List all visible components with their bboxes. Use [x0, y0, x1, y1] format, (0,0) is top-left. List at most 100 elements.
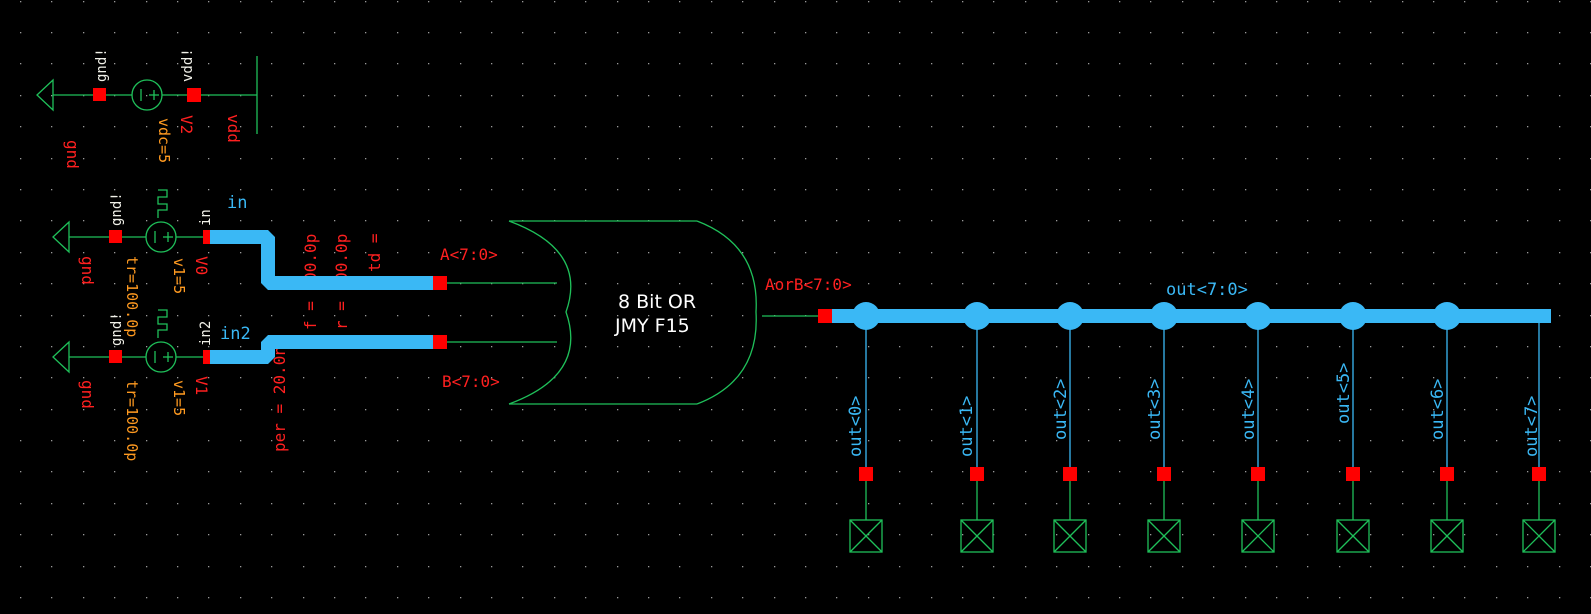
grid-dot [114, 252, 116, 254]
pin[interactable] [970, 467, 984, 481]
grid-dot [1496, 471, 1498, 473]
grid-dot [711, 566, 713, 568]
grid-dot [585, 283, 587, 285]
grid-dot [585, 409, 587, 411]
grid-dot [1056, 283, 1058, 285]
supply-source-group[interactable]: gnd! vdd! gnd V2 vdd vdc=5 [36, 48, 258, 169]
grid-dot [271, 95, 273, 97]
grid-dot [1433, 409, 1435, 411]
gnd-symbol[interactable] [36, 78, 54, 112]
grid-dot [522, 315, 524, 317]
pin[interactable] [1346, 467, 1360, 481]
grid-dot [805, 471, 807, 473]
pin-a[interactable] [433, 276, 447, 290]
grid-dot [774, 283, 776, 285]
grid-dot [1307, 440, 1309, 442]
pin[interactable] [93, 88, 106, 101]
grid-dot [993, 283, 995, 285]
pulse-source-v0[interactable]: gnd! in gnd V0 v1=5 tr=100.0p [52, 189, 217, 337]
grid-dot [522, 503, 524, 505]
grid-dot [585, 189, 587, 191]
pin-b[interactable] [433, 335, 447, 349]
grid-dot [585, 503, 587, 505]
grid-dot [554, 158, 556, 160]
output-pin-terminal-icon[interactable] [1430, 519, 1464, 553]
output-tap[interactable] [1053, 302, 1087, 553]
grid-dot [397, 440, 399, 442]
pin[interactable] [1251, 467, 1265, 481]
grid-dot [931, 1, 933, 3]
grid-dot [554, 315, 556, 317]
grid-dot [428, 32, 430, 34]
grid-dot [83, 534, 85, 536]
output-pin-terminal-icon[interactable] [1522, 519, 1556, 553]
grid-dot [585, 597, 587, 599]
or-gate-instance[interactable] [447, 220, 818, 405]
grid-dot [585, 32, 587, 34]
pin[interactable] [1157, 467, 1171, 481]
output-tap[interactable] [1430, 302, 1464, 553]
grid-dot [962, 534, 964, 536]
grid-dot [711, 534, 713, 536]
grid-dot [1119, 63, 1121, 65]
output-pin-terminal-icon[interactable] [1336, 519, 1370, 553]
pin[interactable] [187, 88, 201, 102]
output-tap[interactable] [1241, 302, 1275, 553]
pin[interactable] [1532, 467, 1546, 481]
grid-dot [271, 503, 273, 505]
output-tap[interactable] [1522, 316, 1556, 553]
grid-dot [208, 409, 210, 411]
grid-dot [931, 189, 933, 191]
grid-dot [83, 440, 85, 442]
grid-dot [397, 566, 399, 568]
grid-dot [554, 252, 556, 254]
grid-dot [711, 189, 713, 191]
output-pin-terminal-icon[interactable] [960, 519, 994, 553]
pin[interactable] [859, 467, 873, 481]
pulse-source-symbol[interactable] [145, 309, 177, 373]
grid-dot [334, 440, 336, 442]
grid-dot [1245, 95, 1247, 97]
gnd-symbol[interactable] [52, 220, 70, 254]
output-tap[interactable] [1336, 302, 1370, 553]
grid-dot [1527, 158, 1529, 160]
pin[interactable] [1063, 467, 1077, 481]
grid-dot [397, 32, 399, 34]
grid-dot [1433, 63, 1435, 65]
grid-dot [1559, 189, 1561, 191]
grid-dot [1182, 377, 1184, 379]
output-pin-terminal-icon[interactable] [1147, 519, 1181, 553]
pin-out[interactable] [818, 309, 832, 323]
output-pin-terminal-icon[interactable] [849, 519, 883, 553]
bus-in[interactable] [210, 230, 440, 290]
gnd-symbol[interactable] [52, 340, 70, 374]
grid-dot [460, 566, 462, 568]
output-tap[interactable] [849, 302, 883, 553]
pulse-source-symbol[interactable] [145, 189, 177, 253]
grid-dot [522, 440, 524, 442]
grid-dot [711, 471, 713, 473]
pin[interactable] [1440, 467, 1454, 481]
gate-subtitle: JMY F15 [614, 315, 690, 337]
tap-label: out<1> [957, 396, 977, 457]
bus-in2[interactable] [210, 335, 440, 364]
grid-dot [303, 534, 305, 536]
grid-dot [334, 220, 336, 222]
grid-dot [1119, 252, 1121, 254]
output-pin-terminal-icon[interactable] [1241, 519, 1275, 553]
pin[interactable] [109, 230, 122, 243]
grid-dot [1370, 471, 1372, 473]
grid-dot [1213, 283, 1215, 285]
output-tap[interactable] [1147, 302, 1181, 553]
grid-dot [1496, 283, 1498, 285]
grid-dot [1150, 566, 1152, 568]
output-pin-terminal-icon[interactable] [1053, 519, 1087, 553]
grid-dot [146, 32, 148, 34]
grid-dot [177, 220, 179, 222]
grid-dot [491, 252, 493, 254]
grid-dot [1182, 189, 1184, 191]
pin[interactable] [109, 350, 122, 363]
output-tap[interactable] [960, 302, 994, 553]
grid-dot [742, 126, 744, 128]
